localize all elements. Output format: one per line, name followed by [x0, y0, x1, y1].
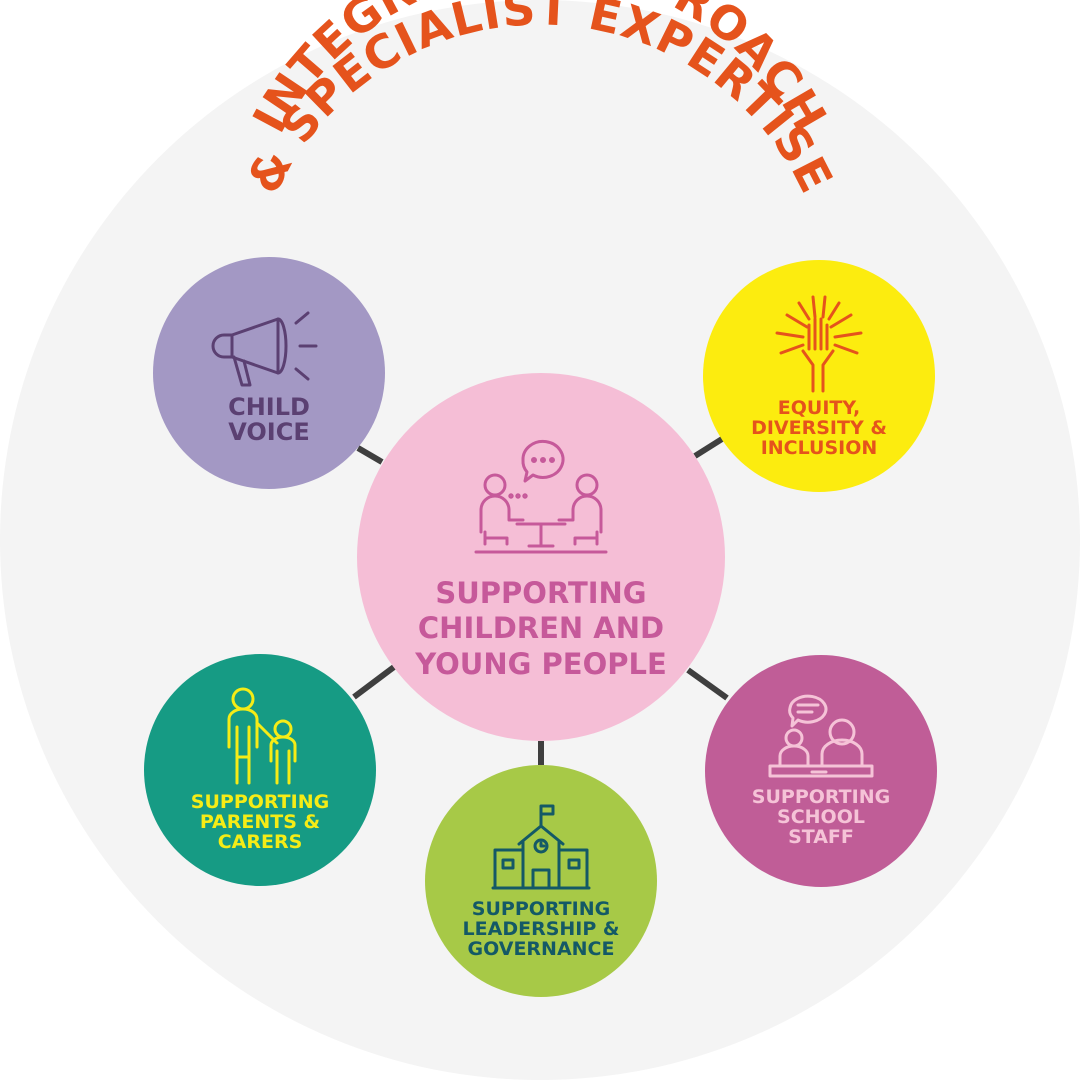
- hands-together-icon: [769, 293, 869, 393]
- connector-child-voice: [356, 445, 384, 465]
- center-label-line: SUPPORTING: [435, 575, 647, 610]
- connector-staff: [686, 667, 729, 701]
- parents-label: SUPPORTING PARENTS & CARERS: [190, 791, 330, 853]
- parents-label-line: PARENTS &: [199, 811, 321, 834]
- leadership-label: SUPPORTING LEADERSHIP & GOVERNANCE: [462, 898, 620, 960]
- center-label-line: CHILDREN AND: [417, 611, 665, 646]
- connector-parents: [352, 664, 396, 700]
- leadership-circle: SUPPORTING LEADERSHIP & GOVERNANCE: [425, 765, 657, 997]
- center-label-line: YOUNG PEOPLE: [415, 646, 667, 681]
- child-voice-circle: CHILD VOICE: [153, 257, 385, 489]
- parents-circle: SUPPORTING PARENTS & CARERS: [144, 654, 376, 886]
- parents-label-line: SUPPORTING: [190, 791, 330, 814]
- staff-conversation-icon: [766, 694, 876, 784]
- staff-label-line: SUPPORTING: [751, 786, 891, 809]
- leadership-label-line: LEADERSHIP &: [462, 918, 620, 941]
- staff-label: SUPPORTING SCHOOL STAFF: [751, 786, 891, 848]
- equity-label-line: EQUITY,: [777, 397, 861, 420]
- child-voice-label-line: CHILD: [228, 392, 310, 421]
- equity-label-line: DIVERSITY &: [751, 417, 887, 440]
- staff-label-line: SCHOOL: [777, 806, 865, 829]
- equity-label: EQUITY, DIVERSITY & INCLUSION: [751, 397, 887, 459]
- staff-label-line: STAFF: [788, 825, 854, 848]
- parents-label-line: CARERS: [217, 830, 303, 853]
- meeting-table-icon: [471, 432, 611, 562]
- center-circle: SUPPORTING CHILDREN AND YOUNG PEOPLE: [357, 373, 725, 741]
- child-voice-label-line: VOICE: [228, 418, 310, 446]
- staff-circle: SUPPORTING SCHOOL STAFF: [705, 655, 937, 887]
- school-building-icon: [491, 802, 591, 892]
- equity-circle: EQUITY, DIVERSITY & INCLUSION: [703, 260, 935, 492]
- leadership-label-line: SUPPORTING: [471, 898, 611, 921]
- child-voice-label: CHILD VOICE: [228, 392, 310, 446]
- leadership-label-line: GOVERNANCE: [467, 937, 615, 960]
- equity-label-line: INCLUSION: [760, 436, 878, 459]
- center-label: SUPPORTING CHILDREN AND YOUNG PEOPLE: [415, 576, 667, 682]
- parent-child-icon: [215, 687, 305, 787]
- megaphone-icon: [204, 301, 334, 391]
- connector-equity: [693, 436, 724, 459]
